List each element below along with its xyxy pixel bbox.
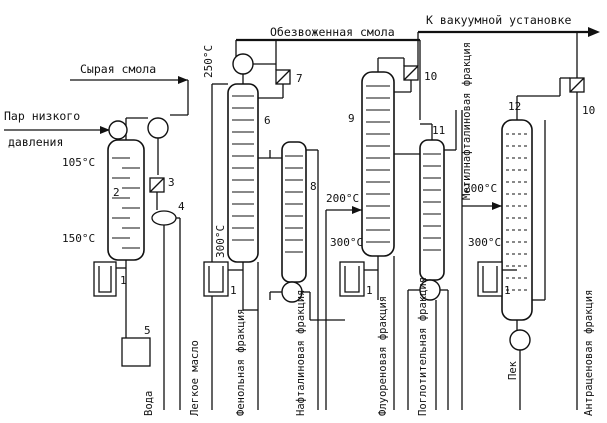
unit-number-10: 10 <box>582 104 595 117</box>
unit-number-1: 1 <box>366 284 373 297</box>
unit-number-12: 12 <box>508 100 521 113</box>
heater-1-col9 <box>339 261 365 297</box>
phenol-fraction-label: Фенольная фракция <box>235 309 247 416</box>
column-12-trays <box>506 133 528 291</box>
temp-150: 150°C <box>62 232 95 245</box>
unit-number-4: 4 <box>178 200 185 213</box>
methylnaphthalene-label: Метилнафталиновая фракция <box>461 42 473 200</box>
unit-number-11: 11 <box>432 124 445 137</box>
naphthalene-fraction-label: Нафталиновая фракция <box>295 290 307 416</box>
absorption-fraction-label: Поглотительная фракция <box>417 277 429 416</box>
temp-250: 250°C <box>202 45 215 78</box>
column-8 <box>281 141 307 283</box>
temp-200-col9: 200°C <box>326 192 359 205</box>
unit-number-10: 10 <box>424 70 437 83</box>
unit-number-1: 1 <box>504 284 511 297</box>
heater-1-col6 <box>203 261 229 297</box>
tank-5 <box>121 337 151 367</box>
vacuum-unit-label: К вакуумной установке <box>426 13 571 27</box>
steam-label-line1: Пар низкого <box>4 109 80 123</box>
pump-top-col2 <box>147 117 169 139</box>
temp-105: 105°C <box>62 156 95 169</box>
column-9-trays <box>366 85 390 243</box>
steam-label-line2: давления <box>8 135 63 149</box>
pitch-label: Пек <box>507 360 519 380</box>
column-6 <box>227 83 259 263</box>
temp-200-col12: 200°C <box>464 182 497 195</box>
temp-300-col12: 300°C <box>468 236 501 249</box>
unit-number-7: 7 <box>296 72 303 85</box>
fluorene-fraction-label: Флуореновая фракция <box>377 296 389 416</box>
separator-4 <box>151 210 177 226</box>
raw-resin-label: Сырая смола <box>80 62 156 76</box>
pump-bottom-col12 <box>509 329 531 351</box>
temp-300-col9: 300°C <box>330 236 363 249</box>
temp-300-col6: 300°C <box>214 225 227 258</box>
heater-1-col2 <box>93 261 117 297</box>
column-8-trays <box>285 155 303 253</box>
column-9 <box>361 71 395 257</box>
column-11 <box>419 139 445 281</box>
unit-number-8: 8 <box>310 180 317 193</box>
pump-steam <box>108 120 128 140</box>
unit-number-9: 9 <box>348 112 355 125</box>
unit-number-6: 6 <box>264 114 271 127</box>
anthracene-fraction-label: Антраценовая фракция <box>583 290 595 416</box>
pump-top-col6 <box>232 53 254 75</box>
light-oil-label: Легкое масло <box>189 340 201 416</box>
unit-number-3: 3 <box>168 176 175 189</box>
vacuum-arrow <box>588 27 600 37</box>
unit-number-1: 1 <box>120 274 127 287</box>
raw-resin-arrow <box>178 76 188 84</box>
unit-number-2: 2 <box>113 186 120 199</box>
column-11-trays <box>423 153 441 251</box>
column-2-trays <box>112 157 140 249</box>
heater-1-col12 <box>477 261 503 297</box>
steam-arrow <box>100 126 110 134</box>
water-label: Вода <box>143 391 155 416</box>
column-6-trays <box>232 95 254 241</box>
unit-number-1: 1 <box>230 284 237 297</box>
dehydrated-resin-label: Обезвоженная смола <box>270 25 395 39</box>
unit-number-5: 5 <box>144 324 151 337</box>
